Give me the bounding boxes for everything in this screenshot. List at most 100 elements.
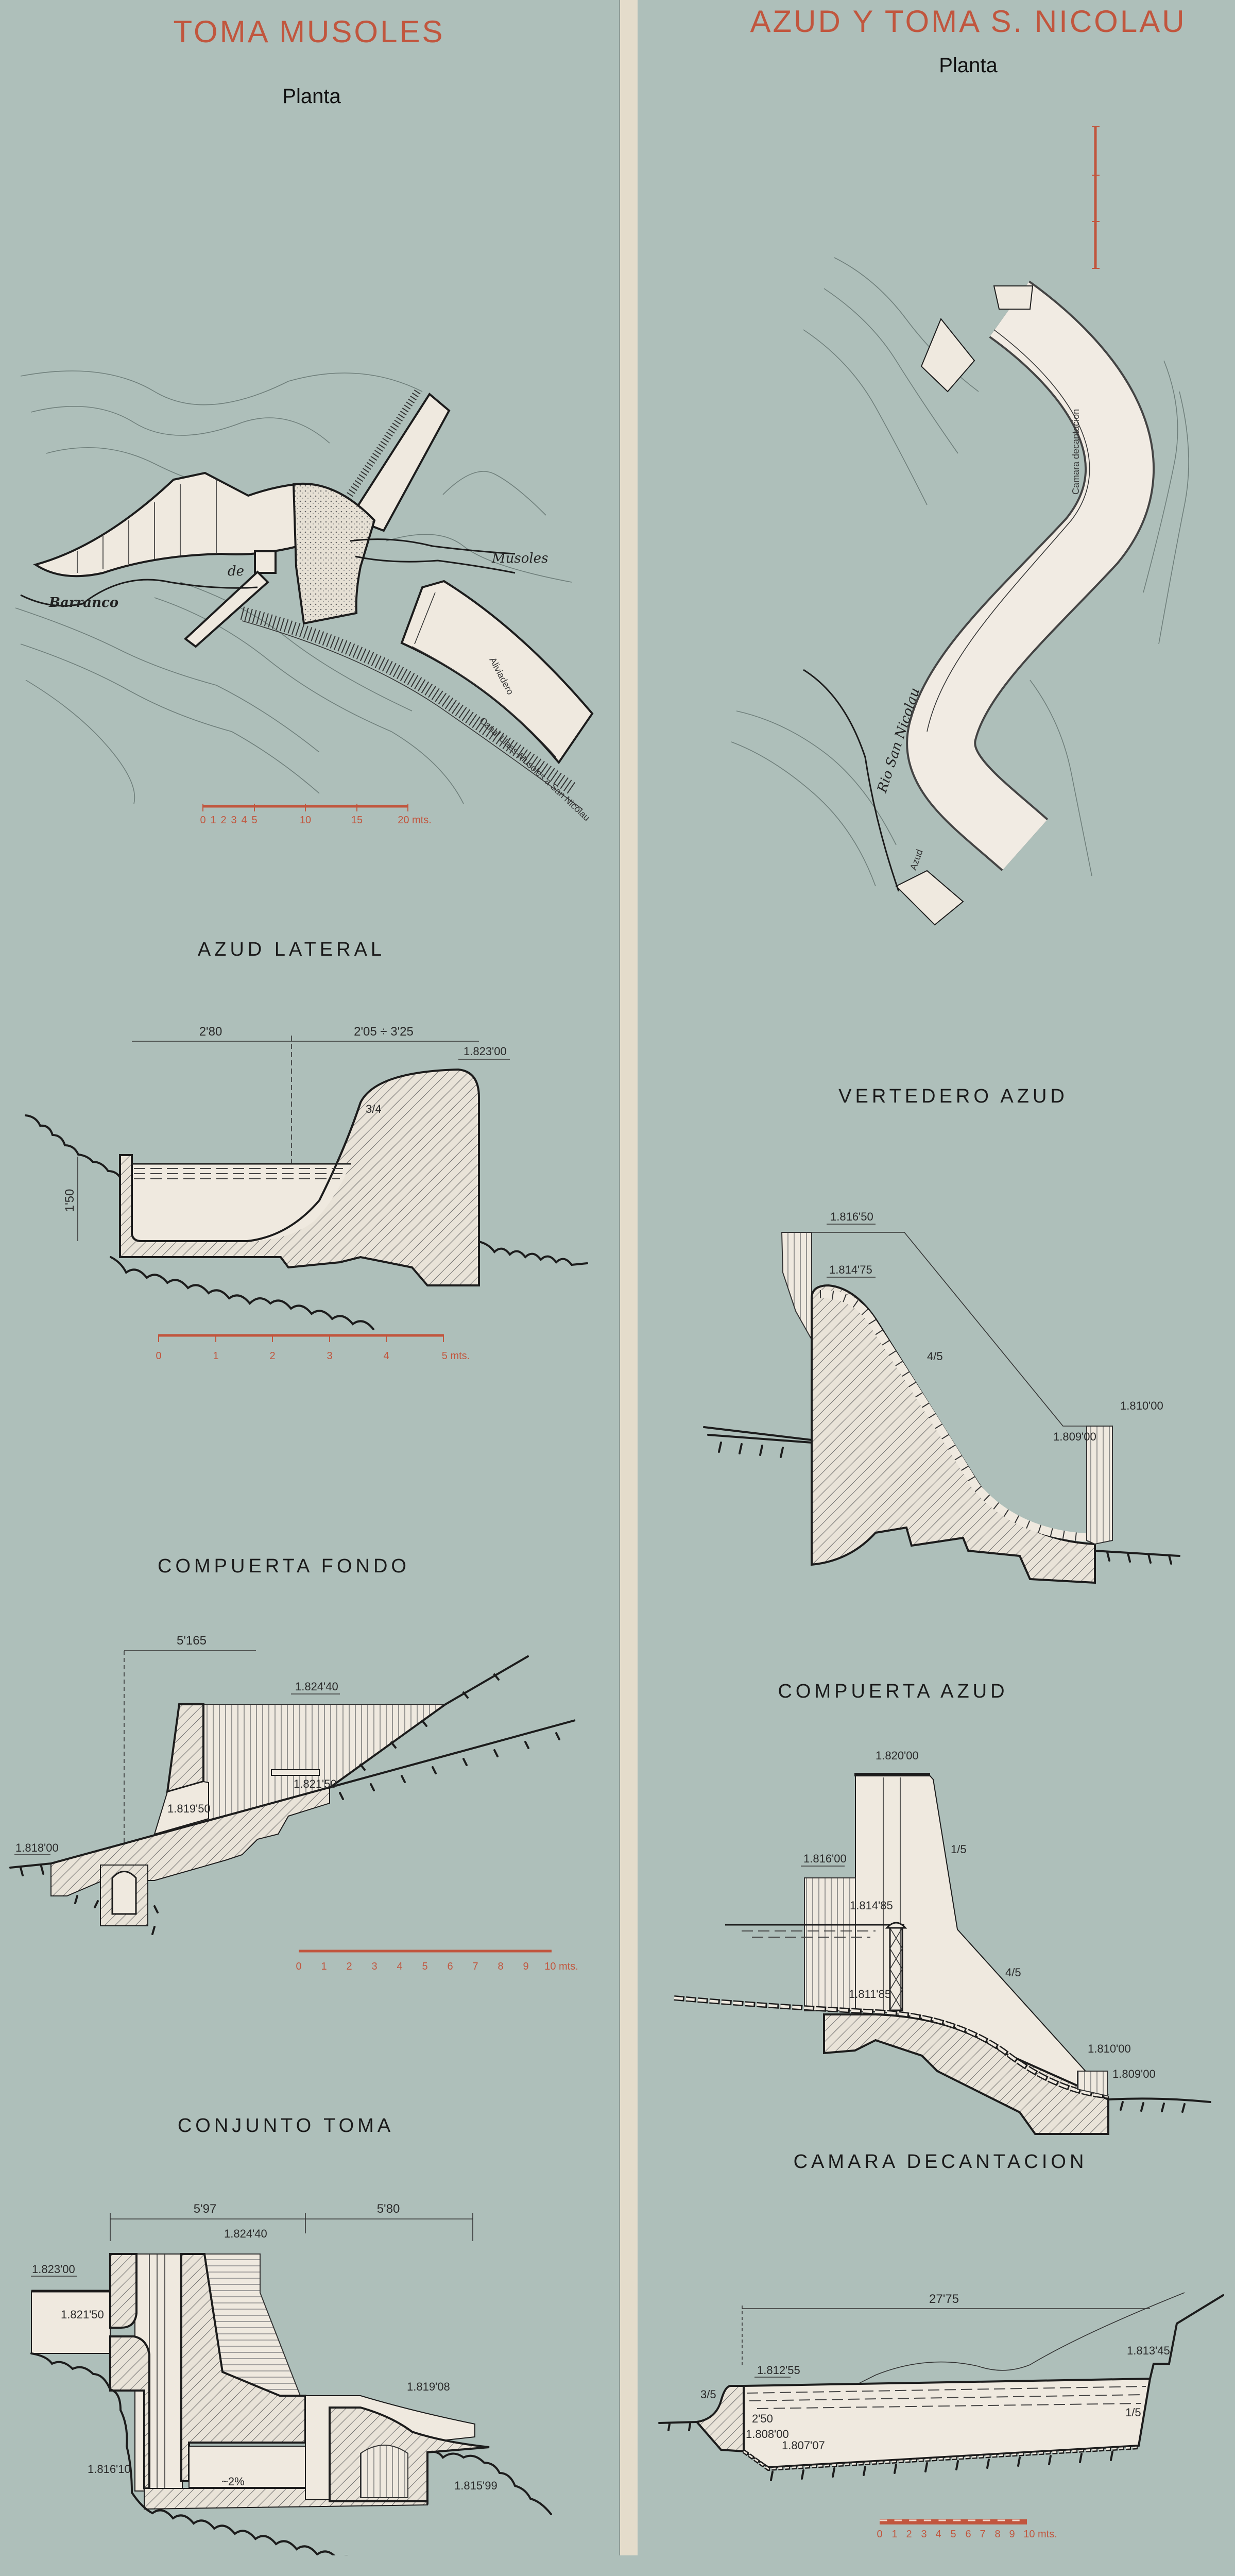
section-compuerta-fondo: COMPUERTA FONDO 5'165 1.824'40 1.821'50 … (9, 1555, 578, 1972)
label-barranco: Barranco (48, 595, 118, 611)
elevation-label: 1.823'00 (32, 2263, 75, 2276)
scale-tick: 7 (980, 2529, 985, 2540)
scale-bar-camara: 0 1 2 3 4 5 6 7 8 9 10 mts. (877, 2519, 1057, 2540)
slope-label: 3/4 (366, 1103, 382, 1115)
downstream-water (1086, 1426, 1113, 1545)
section-title: CONJUNTO TOMA (178, 2115, 394, 2137)
scale-tick: 8 (994, 2529, 1000, 2540)
label-musoles: Musoles (491, 551, 548, 566)
section-title: CAMARA DECANTACION (794, 2151, 1088, 2173)
rock-profile (30, 2352, 552, 2555)
scale-tick: 6 (447, 1961, 453, 1972)
drawing-line (30, 406, 330, 444)
dim-label: 2'50 (752, 2412, 773, 2425)
scale-tick: 0 (200, 815, 205, 826)
plan-subtitle-right: Planta (939, 54, 998, 77)
scale-tick: 3 (231, 815, 236, 826)
elevation-label: 1.807'07 (782, 2439, 825, 2452)
elevation-label: 1.816'50 (830, 1210, 873, 1223)
elevation-label: 1.810'00 (1120, 1399, 1163, 1412)
ground-right (1149, 2294, 1224, 2380)
dim-label: 27'75 (929, 2292, 959, 2306)
base-ticks (770, 2451, 1113, 2481)
scale-tick: 10 (300, 815, 311, 826)
dim-label: 5'97 (194, 2202, 217, 2216)
dim-label: 5'165 (177, 1634, 207, 1648)
elevation-label: 1.816'00 (803, 1852, 847, 1865)
elevation-label: 1.819'50 (167, 1802, 211, 1815)
section-conjunto-toma: CONJUNTO TOMA 5'97 5'80 1.824'40 1.823'0… (30, 2115, 552, 2555)
slope-label: 4/5 (927, 1350, 943, 1363)
scale-bar-plan-left: 0 1 2 3 4 5 10 15 20 mts. (200, 804, 432, 826)
scale-tick: 3 (371, 1961, 377, 1972)
downstream-water (1077, 2071, 1108, 2097)
elevation-label: 1.813'45 (1127, 2344, 1170, 2357)
rock-left (9, 1862, 159, 1935)
elevation-label: 1.810'00 (1088, 2042, 1131, 2055)
elevation-label: 1.824'40 (224, 2227, 267, 2240)
scale-tick: 0 (156, 1350, 161, 1362)
gate-beam (271, 1769, 320, 1776)
scale-tick: 2 (346, 1961, 352, 1972)
slope-label: 1/5 (1125, 2406, 1141, 2419)
elevation-label: 1.811'85 (849, 1988, 891, 2001)
bottom-gallery (188, 2446, 306, 2488)
rock-left (25, 1114, 121, 1178)
scale-bar-plan-right (1092, 126, 1100, 269)
scale-tick: 4 (397, 1961, 402, 1972)
intake-structure (254, 550, 277, 574)
scale-tick: 7 (472, 1961, 478, 1972)
dim-label: 5'80 (377, 2202, 400, 2216)
section-vertedero-azud: VERTEDERO AZUD 1.816'50 1.814'75 1.810'0… (703, 1086, 1180, 1584)
plan-azud-s-nicolau: Rio San Nicolau Camara decantacion Azud (731, 126, 1189, 926)
camara-decantacion-basin (908, 282, 1153, 870)
outlet-arch (360, 2445, 408, 2498)
drawing-line (824, 288, 958, 454)
sheet-title-toma-musoles: TOMA MUSOLES (173, 14, 444, 49)
aliviadero-inner-lines (411, 592, 557, 758)
scale-tick: 1 (321, 1961, 327, 1972)
water-lines (134, 1168, 345, 1179)
azud-weir (895, 870, 964, 926)
ground-left (658, 2421, 698, 2431)
section-title: COMPUERTA AZUD (778, 1681, 1008, 1702)
drawing-line (731, 741, 876, 887)
scale-tick: 8 (498, 1961, 503, 1972)
scale-tick: 20 mts. (398, 815, 432, 826)
section-title: VERTEDERO AZUD (838, 1086, 1068, 1107)
scale-tick: 1 (213, 1350, 218, 1362)
scale-tick: 2 (906, 2529, 912, 2540)
channel-inner-line (927, 329, 1090, 732)
scale-tick: 5 (422, 1961, 427, 1972)
rock-base (110, 1256, 374, 1330)
upper-box (920, 318, 975, 393)
scale-tick: 10 mts. (544, 1961, 578, 1972)
scale-tick: 5 (251, 815, 257, 826)
weir-facing-joints (819, 1290, 1094, 1542)
basin-outline (131, 1102, 362, 1242)
scale-tick: 10 mts. (1023, 2529, 1057, 2540)
inlet-channel (31, 2291, 111, 2354)
canal-lines (242, 620, 582, 809)
scale-tick: 1 (891, 2529, 897, 2540)
sheet-title-azud-y-toma-s-nicolau: AZUD Y TOMA S. NICOLAU (750, 4, 1186, 39)
slope-label: 3/5 (700, 2388, 716, 2401)
scale-tick: 4 (935, 2529, 941, 2540)
slope-label: 4/5 (1005, 1966, 1021, 1979)
basin-lining-inner (743, 2446, 1139, 2470)
scale-tick: 4 (383, 1350, 389, 1362)
scale-bar-compuerta-fondo: 0 1 2 3 4 5 6 7 8 9 10 mts. (296, 1950, 578, 1972)
culvert-opening (111, 1871, 137, 1915)
elevation-label: 1.809'00 (1053, 1430, 1096, 1443)
upper-slope (329, 1655, 529, 1789)
dim-extensions (110, 2213, 473, 2241)
elevation-label: 1.821'50 (61, 2308, 104, 2321)
gate-chamber (153, 1781, 209, 1835)
drawing-line (736, 710, 897, 845)
rio-san-nicolau (803, 669, 900, 892)
apron-facing-inner (674, 1996, 1109, 2098)
scale-tick: 2 (269, 1350, 275, 1362)
scale-tick: 4 (241, 815, 247, 826)
scale-tick: 0 (877, 2529, 882, 2540)
